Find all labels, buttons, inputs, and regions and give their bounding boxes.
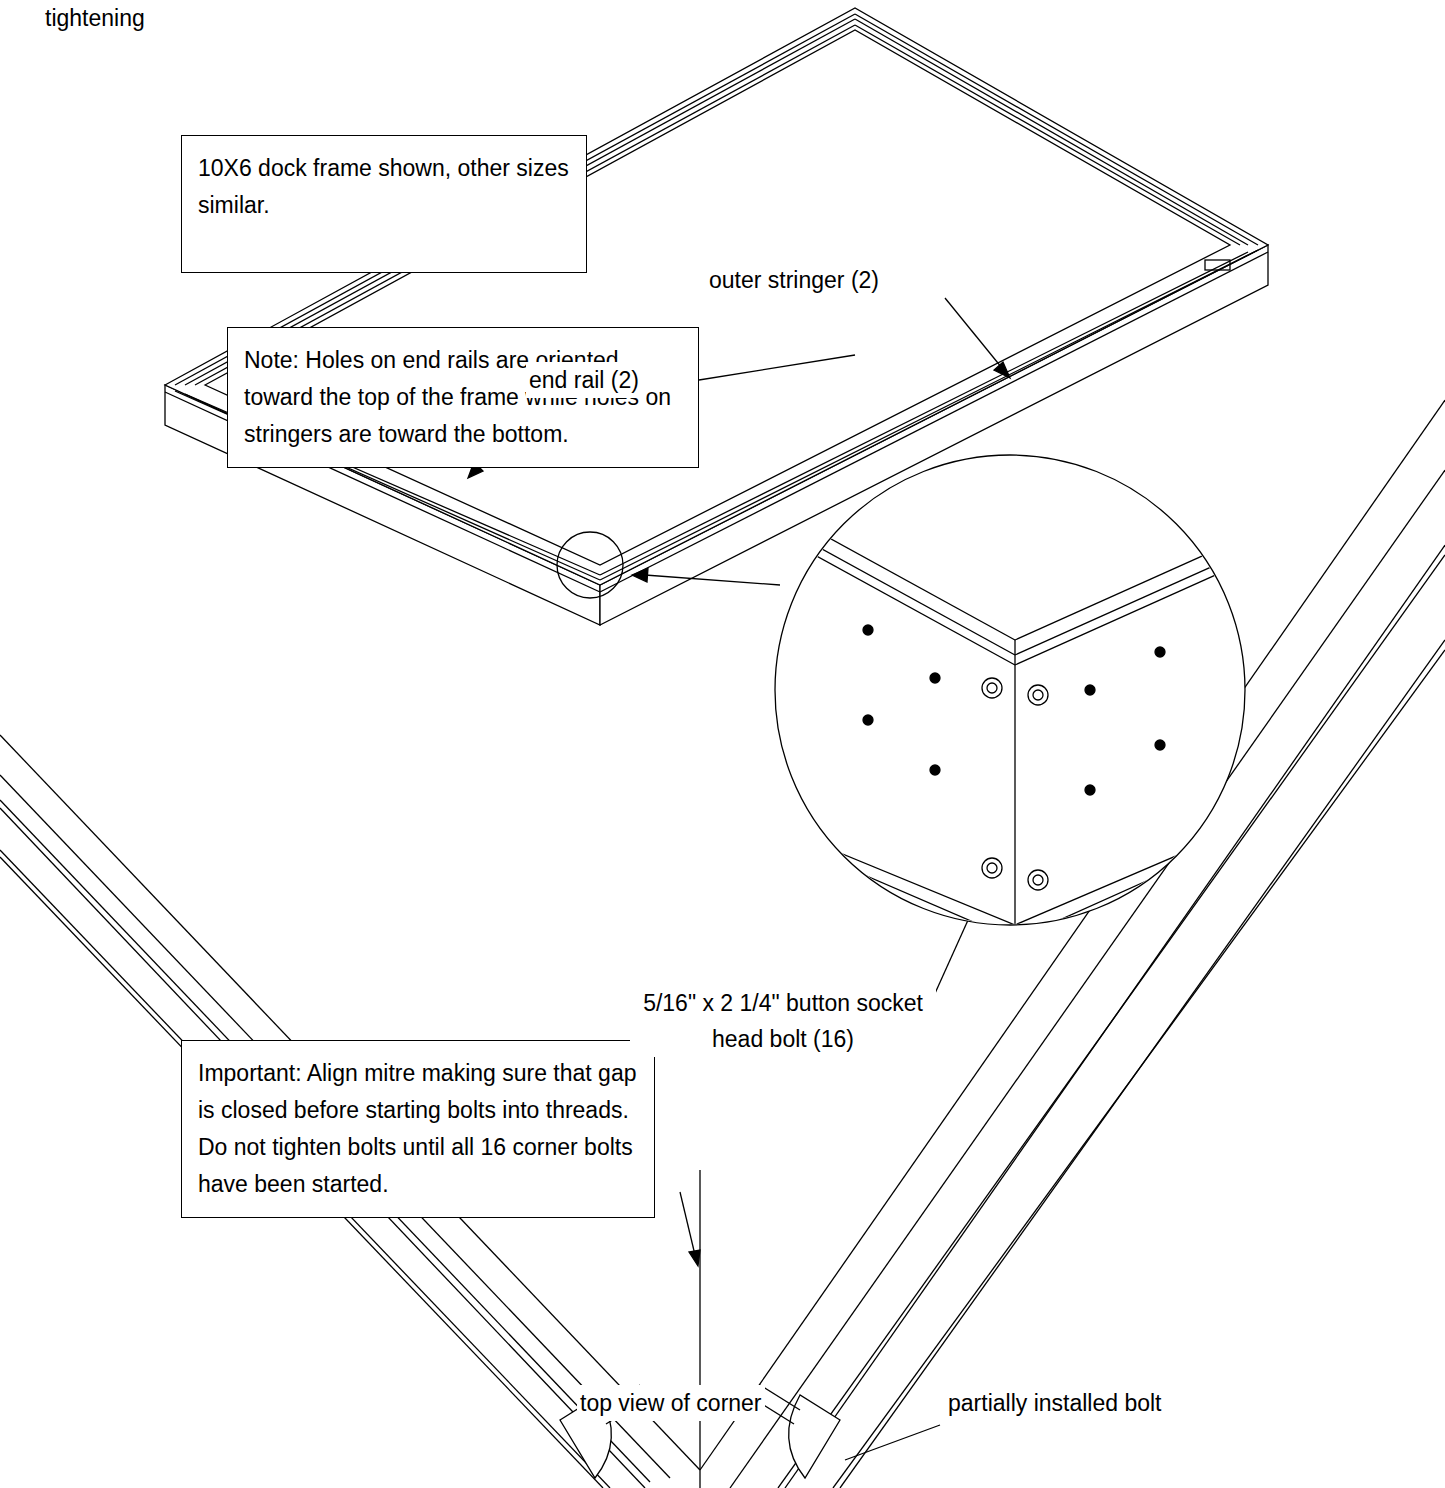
note-box: 10X6 dock frame shown, other sizes simil… <box>181 135 587 273</box>
note-text: 10X6 dock frame shown, other sizes simil… <box>198 150 570 224</box>
part-label: tightening <box>42 0 148 36</box>
part-label: partially installed bolt <box>945 1385 1165 1421</box>
note-box: Important: Align mitre making sure that … <box>181 1040 655 1218</box>
part-label: end rail (2) <box>526 362 642 398</box>
note-text: Important: Align mitre making sure that … <box>198 1055 638 1203</box>
part-label: outer stringer (2) <box>706 262 882 298</box>
part-label: 5/16" x 2 1/4" button socket head bolt (… <box>630 985 936 1057</box>
corner-detail <box>760 455 1260 940</box>
part-label: top view of corner <box>577 1385 765 1421</box>
